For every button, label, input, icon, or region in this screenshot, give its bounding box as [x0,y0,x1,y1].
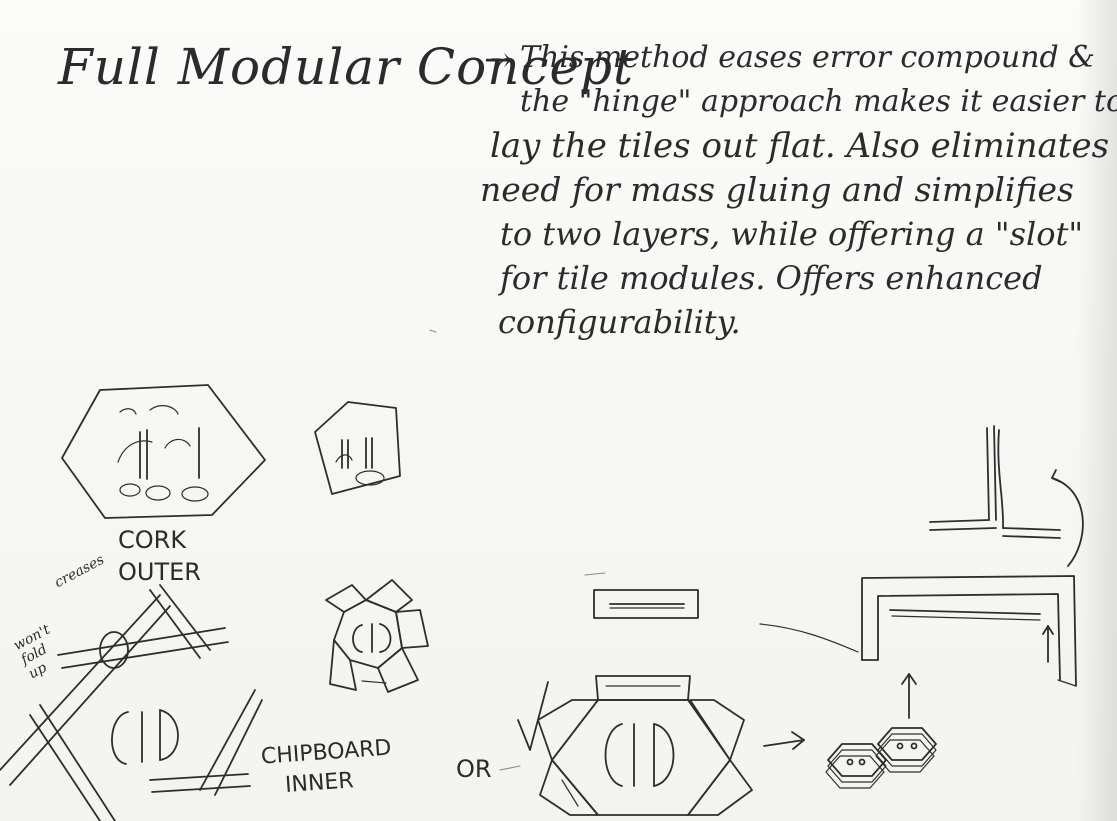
chipboard-inner-label: CHIPBOARD INNER [260,734,394,803]
cork-pentagon-sketch [315,402,400,494]
hinge-piece-sketch [930,426,1083,566]
outer-label-line: OUTER [118,556,201,588]
slot-bar-sketch [594,590,698,618]
or-label: OR [456,755,492,783]
cork-outer-label: CORK OUTER [118,524,201,588]
right-arrow-icon [764,732,804,749]
cork-label-line: CORK [118,524,201,556]
stacked-modules-sketch [826,728,936,788]
small-module-sketch [326,580,428,692]
large-module-sketch [538,676,752,815]
slot-frame-sketch [760,576,1076,686]
cork-hexagon-sketch [62,385,265,518]
up-arrow-icon [902,674,916,718]
chipboard-inner-sketch [0,585,262,821]
